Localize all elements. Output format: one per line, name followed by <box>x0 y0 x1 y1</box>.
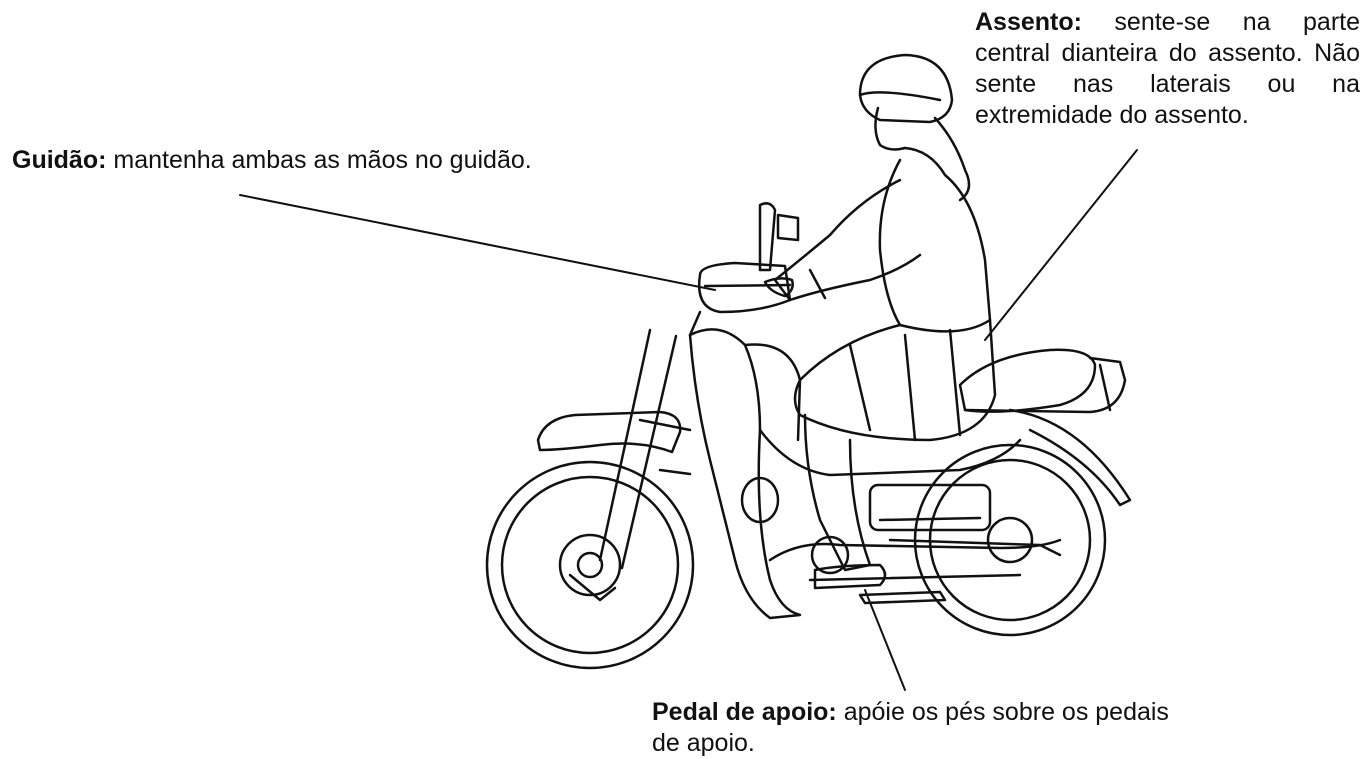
front-wheel <box>485 460 695 670</box>
helmet-icon <box>858 53 954 124</box>
leader-line-pedal <box>864 589 906 691</box>
callout-assento-text: sente-se na parte central dianteira do a… <box>975 8 1360 129</box>
rider <box>763 53 997 590</box>
callout-pedal-term: Pedal de apoio: <box>652 698 837 726</box>
leader-lines <box>239 149 1138 691</box>
rear-wheel <box>913 443 1107 637</box>
callout-guidao: Guidão: mantenha ambas as mãos no guidão… <box>12 145 552 176</box>
seat <box>958 348 1132 507</box>
callout-guidao-text: mantenha ambas as mãos no guidão. <box>106 146 532 174</box>
motorcycle-frame <box>758 428 1062 605</box>
front-fork <box>536 328 692 602</box>
callout-assento: Assento: sente-se na parte central diant… <box>975 7 1360 131</box>
handlebar <box>688 202 800 337</box>
callout-pedal-text: apóie os pés sobre os pedais de apoio. <box>652 698 1169 757</box>
callout-guidao-term: Guidão: <box>12 146 107 174</box>
callout-assento-term: Assento: <box>975 8 1082 36</box>
leader-line-guidao <box>239 194 716 291</box>
leg-shield <box>688 328 802 620</box>
leader-line-assento <box>984 149 1138 341</box>
callout-pedal: Pedal de apoio: apóie os pés sobre os pe… <box>652 697 1192 759</box>
